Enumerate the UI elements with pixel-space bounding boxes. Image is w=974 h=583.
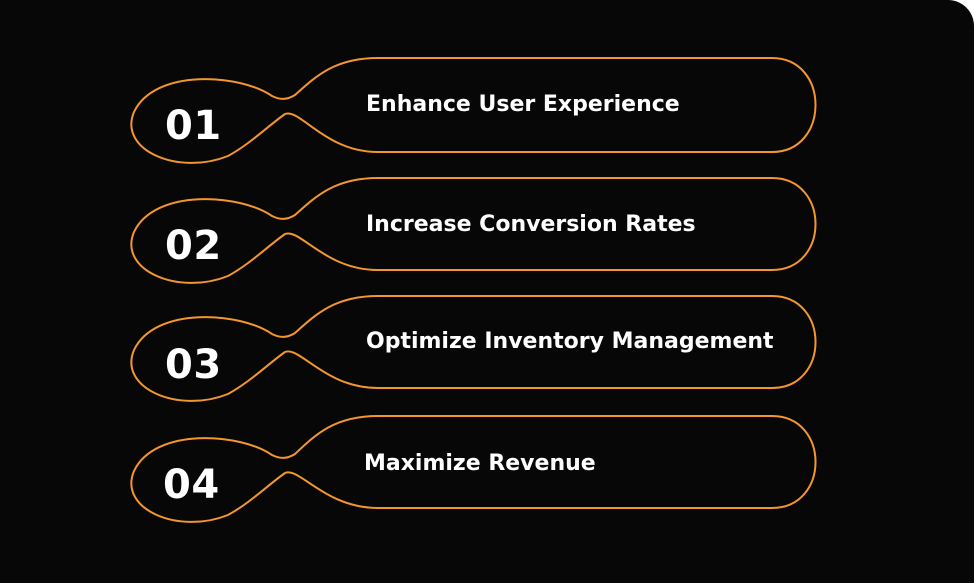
step-1-number: 01: [165, 103, 222, 149]
step-2: 02 Increase Conversion Rates: [0, 0, 974, 267]
step-3-number: 03: [165, 342, 222, 388]
step-1: 01 Enhance User Experience: [0, 0, 974, 147]
step-4-number: 04: [163, 462, 220, 508]
step-3: 03 Optimize Inventory Management: [0, 0, 974, 386]
step-4-label: Maximize Revenue: [364, 451, 596, 476]
step-1-label: Enhance User Experience: [366, 92, 680, 117]
step-4: 04 Maximize Revenue: [0, 0, 974, 506]
step-2-number: 02: [165, 223, 222, 269]
step-3-label: Optimize Inventory Management: [366, 329, 774, 354]
step-2-label: Increase Conversion Rates: [366, 212, 696, 237]
